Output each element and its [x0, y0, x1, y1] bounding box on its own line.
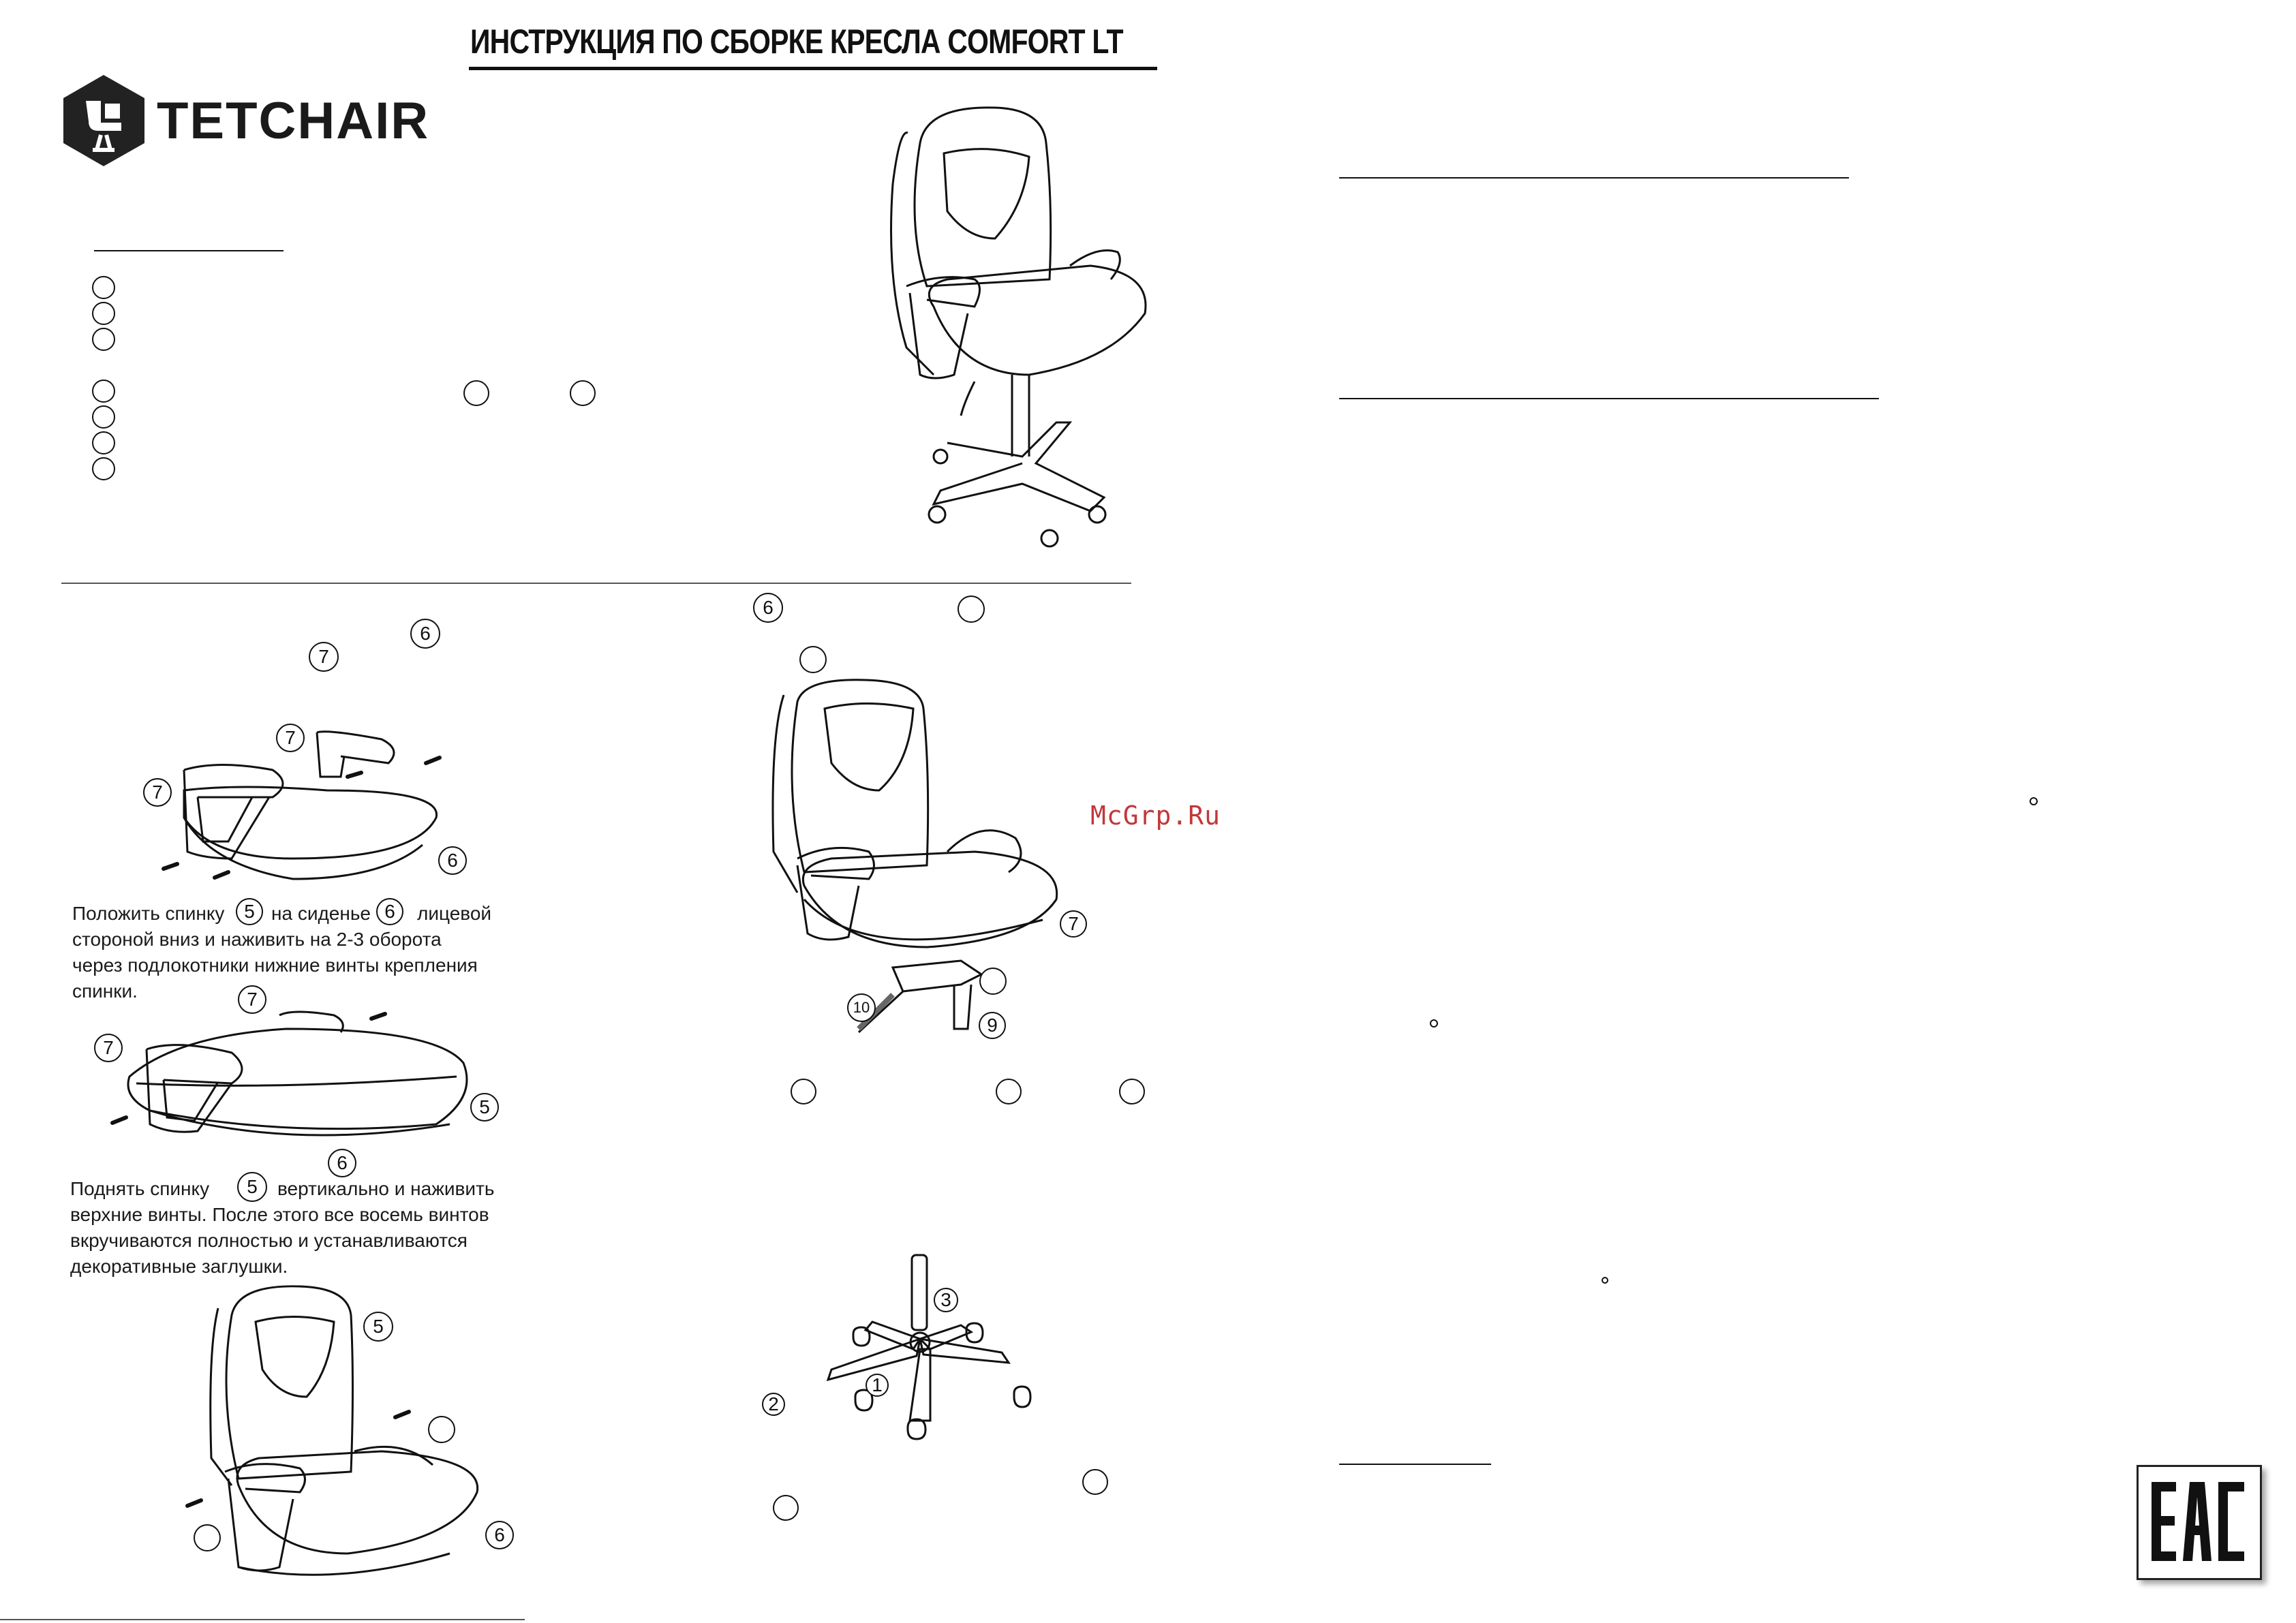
part-label-7: 7 — [276, 724, 305, 752]
list-bullet — [92, 276, 115, 299]
seat-with-armrests-illustration — [157, 722, 443, 879]
part-label-6: 6 — [753, 593, 783, 623]
list-bullet — [194, 1524, 221, 1551]
part-label-6: 6 — [485, 1521, 514, 1549]
list-bullet — [979, 968, 1007, 995]
part-label-6: 6 — [376, 898, 403, 925]
part-label-5: 5 — [470, 1093, 499, 1122]
part-label-5: 5 — [236, 898, 263, 925]
back-on-seat-illustration — [109, 1002, 491, 1138]
part-label-5: 5 — [237, 1172, 267, 1202]
part-label-7: 7 — [309, 642, 339, 672]
caption-text: лицевой — [417, 903, 492, 924]
assembled-chair-illustration — [866, 102, 1152, 552]
part-label-2: 2 — [762, 1393, 785, 1416]
list-bullet — [92, 457, 115, 480]
list-bullet — [996, 1079, 1022, 1104]
list-bullet — [570, 380, 596, 406]
part-label-6: 6 — [328, 1149, 356, 1177]
parts-list — [92, 276, 119, 487]
chair-base-illustration — [791, 1254, 1077, 1472]
part-label-1: 1 — [866, 1374, 889, 1397]
list-bullet — [773, 1495, 799, 1521]
part-label-10: 10 — [847, 993, 876, 1022]
section-divider — [61, 583, 1131, 584]
caption-text: вертикально и наживить — [277, 1178, 495, 1199]
caption-text: на сиденье — [271, 903, 371, 924]
caption-text: Поднять спинку — [70, 1178, 210, 1199]
part-label-7: 7 — [1060, 910, 1087, 938]
list-bullet — [92, 328, 115, 351]
page-title: ИНСТРУКЦИЯ ПО СБОРКЕ КРЕСЛА COMFORT LT — [470, 22, 1124, 61]
degree-mark — [1602, 1277, 1608, 1284]
raised-back-illustration — [198, 1281, 484, 1581]
part-label-7: 7 — [143, 778, 172, 807]
chair-with-mechanism-illustration — [756, 675, 1070, 1056]
caption-text: декоративные заглушки. — [70, 1256, 288, 1277]
list-bullet — [791, 1079, 816, 1104]
eac-certification-mark — [2137, 1465, 2262, 1580]
section-rule — [1339, 177, 1849, 179]
list-bullet — [92, 302, 115, 325]
part-label-7: 7 — [238, 985, 266, 1014]
part-label-9: 9 — [979, 1012, 1006, 1039]
list-bullet — [92, 380, 115, 403]
watermark: McGrp.Ru — [1090, 801, 1221, 831]
list-bullet — [1082, 1469, 1108, 1495]
title-underline — [469, 67, 1157, 70]
brand-logo: TETCHAIR — [61, 74, 429, 169]
section-rule — [1339, 1464, 1491, 1465]
part-label-3: 3 — [934, 1288, 958, 1312]
list-bullet — [958, 596, 985, 623]
part-label-6: 6 — [438, 846, 467, 875]
caption-text: спинки. — [72, 980, 138, 1002]
list-bullet — [428, 1416, 455, 1443]
caption-text: через подлокотники нижние винты креплени… — [72, 955, 478, 976]
chair-logo-icon — [63, 75, 144, 166]
list-bullet — [463, 380, 489, 406]
part-label-5: 5 — [363, 1312, 393, 1342]
eac-logo-icon — [2152, 1482, 2244, 1561]
step-raise-caption: Поднять спинку 5 вертикально и наживить … — [70, 1172, 495, 1280]
step-back-caption: Положить спинку 5 на сиденье 6 лицевой с… — [72, 898, 491, 1004]
caption-text: вкручиваются полностью и устанавливаются — [70, 1230, 468, 1251]
degree-mark — [2030, 797, 2038, 805]
part-label-6: 6 — [410, 619, 440, 649]
list-bullet — [799, 646, 827, 673]
brand-name: TETCHAIR — [157, 92, 430, 150]
caption-text: верхние винты. После этого все восемь ви… — [70, 1204, 489, 1225]
parts-list-rule — [94, 250, 284, 251]
list-bullet — [1119, 1079, 1145, 1104]
list-bullet — [92, 405, 115, 429]
caption-text: Положить спинку — [72, 903, 225, 924]
list-bullet — [92, 431, 115, 454]
section-rule — [1339, 398, 1879, 399]
caption-text: стороной вниз и наживить на 2-3 оборота — [72, 929, 442, 950]
part-label-7: 7 — [94, 1034, 123, 1062]
degree-mark — [1430, 1019, 1438, 1027]
bottom-rule — [0, 1619, 525, 1620]
